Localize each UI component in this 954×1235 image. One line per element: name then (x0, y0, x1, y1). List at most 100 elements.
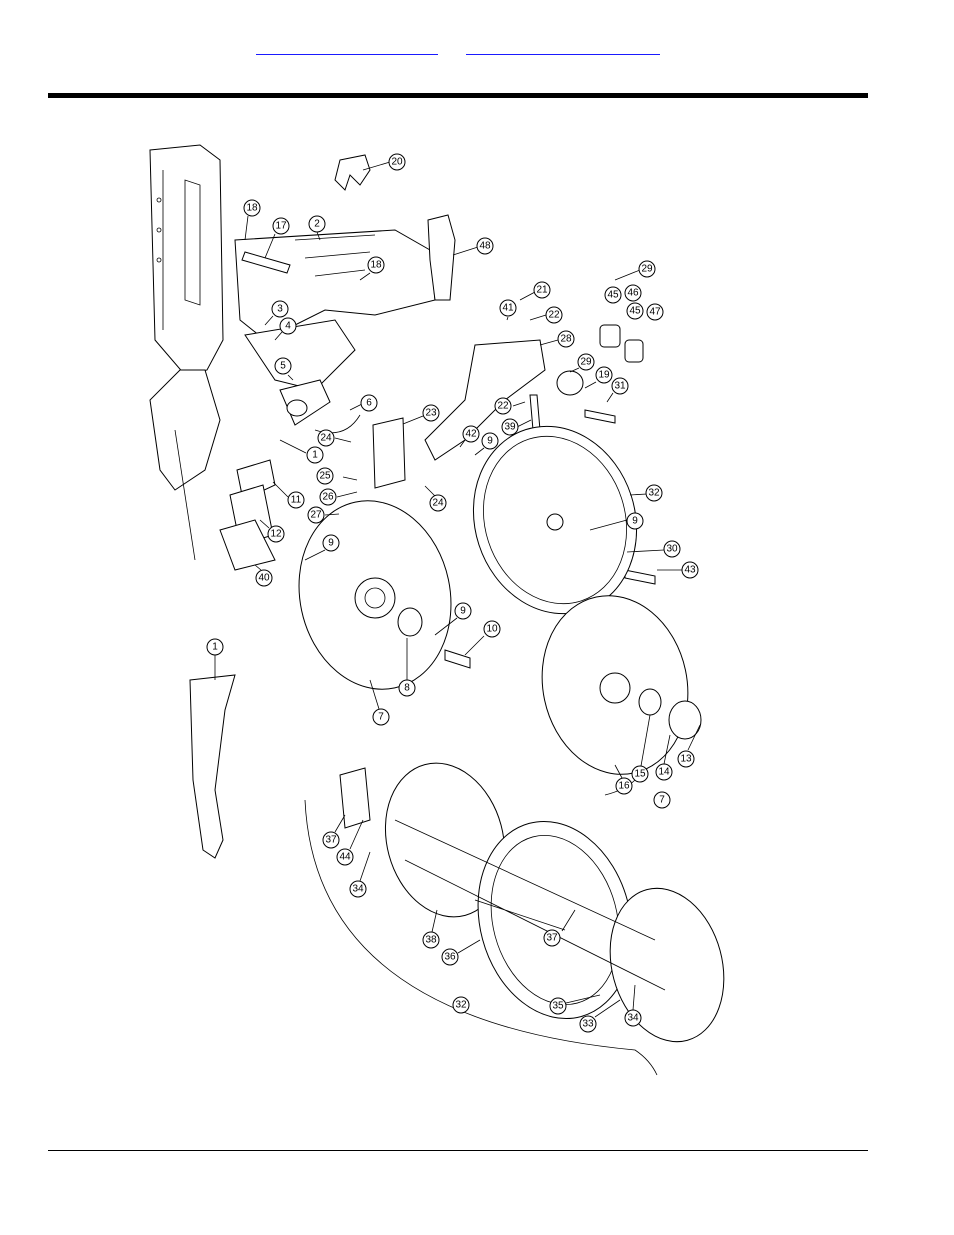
svg-text:34: 34 (352, 884, 364, 895)
svg-text:13: 13 (680, 754, 692, 765)
callout-1b: 1 (206, 638, 224, 680)
callout-13: 13 (677, 724, 701, 768)
svg-text:24: 24 (320, 433, 332, 444)
exploded-parts-diagram: 20 18 17 2 48 18 29 45 46 45 47 3 4 41 2… (145, 140, 737, 1076)
svg-text:30: 30 (666, 544, 678, 555)
svg-text:15: 15 (634, 769, 646, 780)
svg-text:9: 9 (632, 516, 638, 527)
svg-text:17: 17 (275, 221, 287, 232)
svg-text:9: 9 (328, 538, 334, 549)
callout-30: 30 (626, 540, 681, 558)
callout-7b: 7 (653, 791, 671, 809)
svg-text:25: 25 (319, 471, 331, 482)
svg-text:24: 24 (432, 498, 444, 509)
callout-20: 20 (362, 153, 406, 171)
svg-text:16: 16 (618, 781, 630, 792)
svg-text:40: 40 (258, 573, 270, 584)
svg-text:21: 21 (536, 285, 548, 296)
svg-text:42: 42 (465, 429, 477, 440)
callout-8: 8 (398, 638, 416, 697)
callout-9c: 9 (304, 534, 340, 561)
callout-22b: 22 (494, 397, 526, 415)
callout-36: 36 (441, 939, 481, 966)
callout-31: 31 (606, 377, 629, 403)
callout-11: 11 (272, 481, 305, 509)
callout-37: 37 (322, 814, 346, 849)
svg-text:33: 33 (582, 1019, 594, 1030)
callout-35: 35 (549, 994, 601, 1015)
svg-text:48: 48 (479, 241, 491, 252)
svg-text:35: 35 (552, 1001, 564, 1012)
svg-text:20: 20 (391, 157, 403, 168)
callout-3: 3 (264, 300, 289, 326)
svg-text:8: 8 (404, 683, 410, 694)
svg-text:9: 9 (487, 436, 493, 447)
callout-37b: 37 (543, 909, 576, 947)
callout-26: 26 (319, 488, 358, 506)
svg-text:43: 43 (684, 565, 696, 576)
callout-32: 32 (629, 484, 663, 502)
svg-text:47: 47 (649, 307, 661, 318)
callout-32b: 32 (452, 996, 470, 1014)
svg-text:4: 4 (285, 321, 291, 332)
callout-45: 45 (604, 286, 622, 304)
callout-2: 2 (308, 215, 326, 241)
callout-29: 29 (614, 260, 656, 281)
svg-text:32: 32 (455, 1000, 467, 1011)
callout-9b: 9 (589, 512, 644, 531)
svg-text:9: 9 (460, 606, 466, 617)
svg-text:37: 37 (546, 933, 558, 944)
callout-19: 19 (584, 366, 613, 389)
svg-text:34: 34 (627, 1013, 639, 1024)
footer-rule (48, 1150, 868, 1151)
svg-text:41: 41 (502, 303, 514, 314)
svg-text:46: 46 (627, 288, 639, 299)
callout-40: 40 (254, 564, 273, 587)
callout-24: 24 (317, 429, 352, 447)
callout-1: 1 (279, 439, 324, 464)
header-rule (48, 93, 868, 98)
callout-38: 38 (422, 909, 440, 949)
callout-22: 22 (529, 306, 563, 324)
callout-9d: 9 (434, 602, 472, 636)
callout-46: 46 (624, 284, 642, 302)
callout-5: 5 (274, 357, 294, 381)
svg-text:11: 11 (291, 495, 302, 506)
callout-6: 6 (349, 394, 378, 412)
callout-14: 14 (655, 734, 673, 781)
svg-text:7: 7 (378, 712, 384, 723)
svg-text:14: 14 (658, 767, 670, 778)
svg-text:29: 29 (641, 264, 653, 275)
callout-34: 34 (349, 851, 371, 898)
svg-text:28: 28 (560, 334, 572, 345)
svg-text:45: 45 (629, 306, 641, 317)
callout-44: 44 (336, 819, 364, 866)
callout-41: 41 (499, 299, 517, 321)
callout-27: 27 (307, 506, 340, 524)
callout-28: 28 (539, 330, 575, 348)
header-link-1[interactable] (256, 40, 438, 55)
callout-16: 16 (614, 764, 633, 795)
svg-text:7: 7 (659, 795, 665, 806)
callout-17: 17 (264, 217, 290, 259)
svg-text:31: 31 (614, 381, 626, 392)
callout-24b: 24 (424, 485, 447, 512)
svg-text:2: 2 (314, 219, 320, 230)
callout-12: 12 (259, 519, 285, 543)
callout-47: 47 (646, 303, 664, 321)
svg-text:19: 19 (598, 370, 610, 381)
callout-4: 4 (274, 317, 297, 341)
svg-text:3: 3 (277, 304, 283, 315)
svg-text:36: 36 (444, 952, 456, 963)
callout-25: 25 (316, 467, 358, 485)
callout-43: 43 (657, 561, 699, 579)
callout-29b: 29 (569, 353, 595, 373)
callout-23: 23 (402, 404, 440, 425)
header-link-2[interactable] (466, 40, 660, 55)
callout-21: 21 (519, 281, 551, 301)
svg-text:45: 45 (607, 290, 619, 301)
callout-33: 33 (579, 999, 621, 1033)
callout-48: 48 (452, 237, 494, 256)
callout-45b: 45 (626, 302, 644, 320)
svg-text:1: 1 (312, 450, 318, 461)
